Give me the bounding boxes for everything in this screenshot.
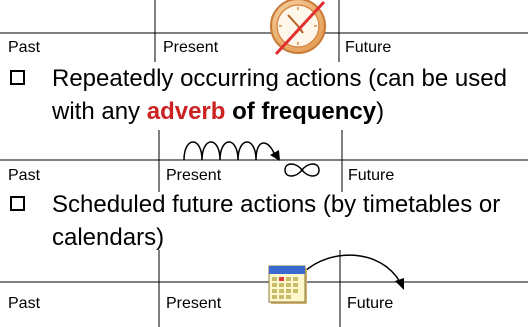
timeline-3: Past Present Future (0, 250, 528, 327)
timeline-2-present-label: Present (166, 167, 222, 184)
timeline-2-past-label: Past (8, 167, 41, 184)
bullet-2-text: Scheduled future actions (by timetables … (52, 191, 501, 251)
timeline-1-past-label: Past (8, 39, 41, 56)
timeline-3-future-label: Future (347, 295, 394, 312)
timeline-2-lines (0, 130, 528, 192)
bullet-1-text-before: Repeatedly occurring actions (can be use… (52, 65, 507, 125)
timeline-1: Past Present Future (0, 0, 528, 62)
timeline-3-lines (0, 250, 528, 327)
timeline-1-present-label: Present (163, 39, 219, 56)
timeline-3-past-label: Past (8, 295, 41, 312)
bullet-1-text: Repeatedly occurring actions (can be use… (52, 62, 528, 128)
timeline-3-present-label: Present (166, 295, 222, 312)
checkbox-bullet-icon (10, 196, 25, 211)
crossed-out-clock-icon (270, 0, 326, 56)
bullet-2: Scheduled future actions (by timetables … (10, 188, 528, 254)
bullet-1-text-after: ) (376, 98, 385, 125)
bullet-1: Repeatedly occurring actions (can be use… (10, 62, 528, 128)
timeline-1-lines (0, 0, 528, 62)
checkbox-bullet-icon (10, 70, 25, 85)
loop-arrow-icon (183, 141, 280, 161)
bullet-1-keyword: adverb (146, 98, 226, 125)
calendar-icon (268, 265, 307, 304)
timeline-2-future-label: Future (348, 167, 395, 184)
curved-arrow-icon (303, 254, 404, 290)
timeline-1-future-label: Future (345, 39, 392, 56)
bullet-1-keyword-2: of frequency (232, 98, 377, 125)
timeline-2: Past Present Future (0, 130, 528, 192)
infinity-icon (284, 163, 320, 177)
